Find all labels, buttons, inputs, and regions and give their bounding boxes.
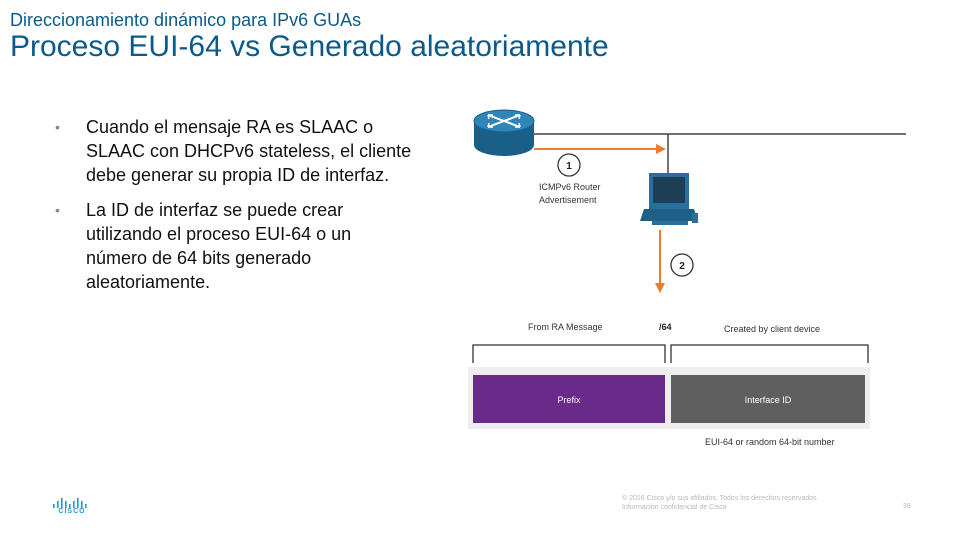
interface-bracket (670, 344, 869, 363)
slash64-label: /64 (659, 322, 672, 332)
interface-id-label: Interface ID (745, 395, 792, 405)
step-1-number: 1 (566, 161, 572, 172)
page-number: 39 (903, 503, 911, 510)
bullet-text: La ID de interfaz se puede crear utiliza… (86, 200, 352, 292)
cisco-logo-icon (53, 498, 87, 508)
prefix-bracket (472, 344, 666, 363)
step-1-label-line1: ICMPv6 Router (539, 182, 601, 192)
bullet-dot-icon: • (55, 119, 60, 135)
step-1-label-line2: Advertisement (539, 195, 597, 205)
prefix-block (473, 375, 665, 423)
step-1-marker (557, 153, 581, 177)
slide-title: Proceso EUI-64 vs Generado aleatoriament… (10, 30, 609, 63)
eui-arrow-icon (655, 230, 665, 293)
ra-arrow-icon (534, 144, 666, 154)
cisco-logo-text: CISCO (58, 508, 86, 515)
from-ra-label: From RA Message (528, 322, 603, 332)
bullet-list: • Cuando el mensaje RA es SLAAC o SLAAC c… (55, 115, 415, 305)
pc-icon (640, 173, 698, 225)
footer-copyright-line1: © 2016 Cisco y/o sus afiliados. Todos lo… (622, 495, 819, 502)
bullet-item: • Cuando el mensaje RA es SLAAC o SLAAC c… (55, 115, 415, 187)
bullet-dot-icon: • (55, 202, 60, 218)
footer-copyright: © 2016 Cisco y/o sus afiliados. Todos lo… (622, 494, 818, 512)
router-icon (473, 109, 535, 156)
eui-label: EUI-64 or random 64-bit number (705, 437, 835, 447)
created-label: Created by client device (724, 324, 820, 334)
interface-id-block (671, 375, 865, 423)
slaac-diagram: 1 ICMPv6 Router Advertisement 2 From RA … (468, 109, 906, 447)
bullet-text: Cuando el mensaje RA es SLAAC o SLAAC co… (86, 117, 412, 185)
step-2-marker (670, 253, 694, 277)
prefix-label: Prefix (557, 395, 581, 405)
footer-copyright-line2: Información confidencial de Cisco (622, 504, 727, 511)
step-2-number: 2 (679, 261, 685, 272)
bullet-item: • La ID de interfaz se puede crear utiliz… (55, 198, 415, 294)
subtitle: Direccionamiento dinámico para IPv6 GUAs (10, 10, 362, 30)
